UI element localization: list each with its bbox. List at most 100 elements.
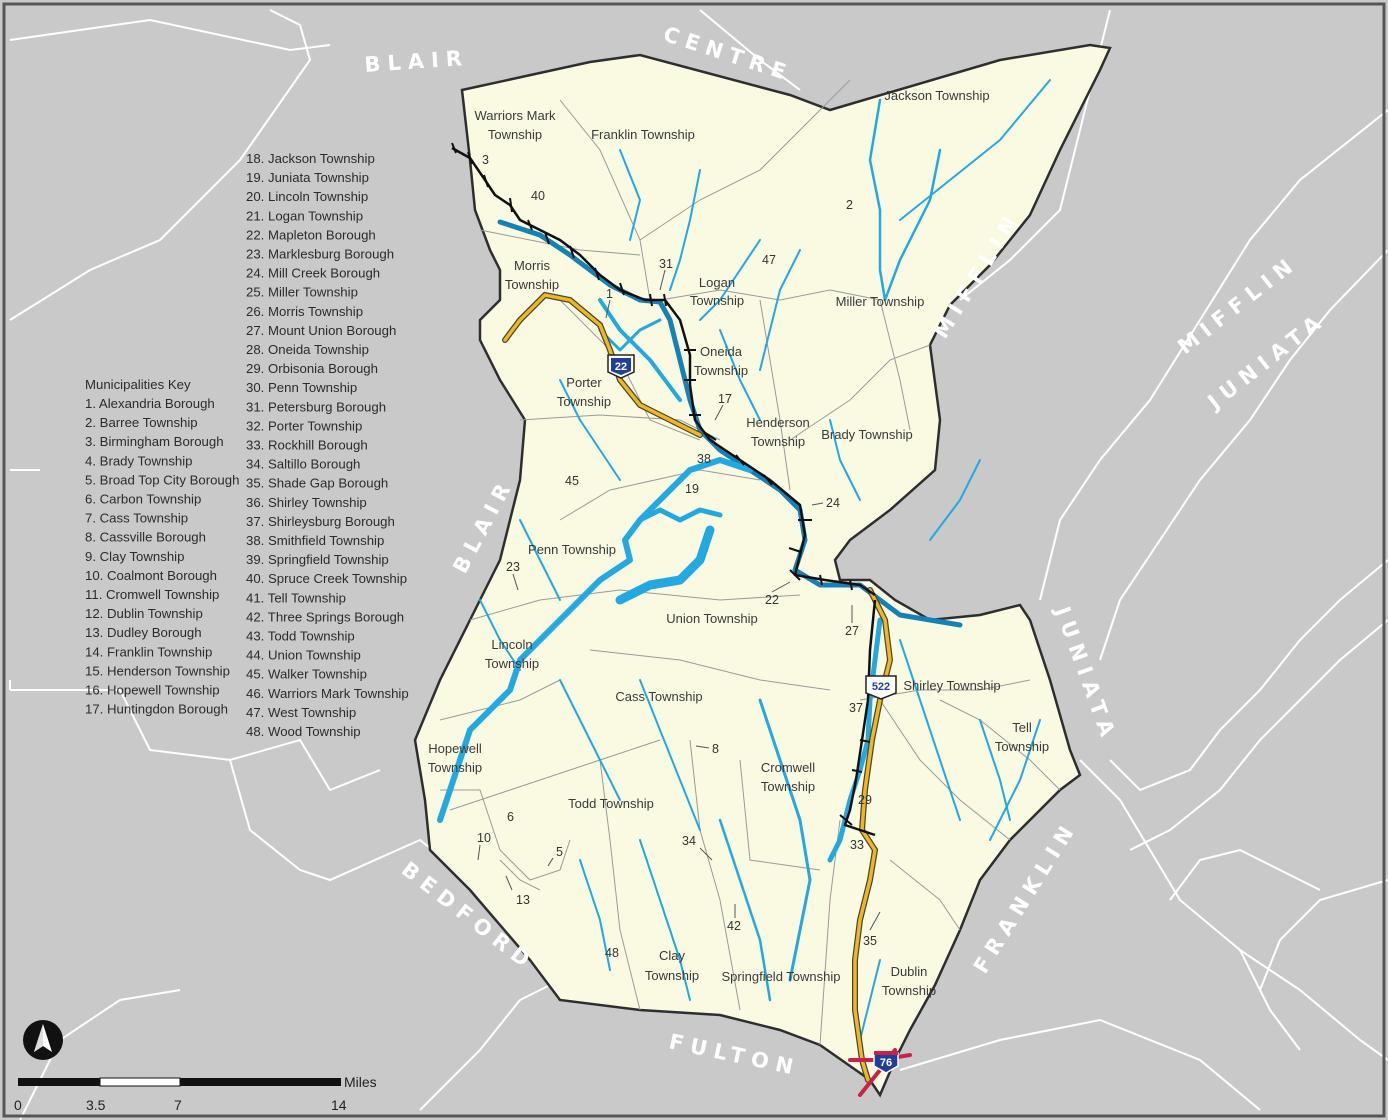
num-22: 22 xyxy=(765,593,779,607)
label-cromwell-2: Township xyxy=(761,779,815,794)
label-brady-twp: Brady Township xyxy=(821,427,913,442)
key-item-32: 32. Porter Township xyxy=(246,418,362,433)
municipalities-key: Municipalities Key 1. Alexandria Borough… xyxy=(85,151,409,739)
scale-tick-0: 0 xyxy=(14,1097,22,1113)
label-clay-1: Clay xyxy=(659,948,686,963)
label-shirley-twp: Shirley Township xyxy=(903,678,1000,693)
num-29: 29 xyxy=(858,793,872,807)
label-logan-2: Township xyxy=(690,293,744,308)
label-porter-2: Township xyxy=(557,394,611,409)
label-clay-2: Township xyxy=(645,968,699,983)
key-item-44: 44. Union Township xyxy=(246,648,361,663)
label-springfield-twp: Springfield Township xyxy=(722,969,841,984)
label-penn-twp: Penn Township xyxy=(528,542,616,557)
label-dublin-2: Township xyxy=(882,983,936,998)
huntingdon-county xyxy=(413,43,1112,1098)
label-henderson-2: Township xyxy=(751,434,805,449)
key-item-5: 5. Broad Top City Borough xyxy=(85,472,239,487)
label-morris-2: Township xyxy=(505,277,559,292)
key-item-12: 12. Dublin Township xyxy=(85,606,203,621)
num-40: 40 xyxy=(531,189,545,203)
municipality-numbers: 3 40 2 47 31 1 17 38 19 45 24 23 22 27 3… xyxy=(477,153,877,960)
num-24: 24 xyxy=(826,496,840,510)
num-27: 27 xyxy=(845,624,859,638)
key-item-37: 37. Shirleysburg Borough xyxy=(246,514,395,529)
key-item-45: 45. Walker Township xyxy=(246,667,367,682)
key-item-2: 2. Barree Township xyxy=(85,415,198,430)
num-38: 38 xyxy=(697,452,711,466)
railroad-ticks xyxy=(451,142,871,826)
num-5: 5 xyxy=(556,845,563,859)
key-item-30: 30. Penn Township xyxy=(246,380,357,395)
key-item-9: 9. Clay Township xyxy=(85,549,184,564)
key-item-1: 1. Alexandria Borough xyxy=(85,396,215,411)
key-item-46: 46. Warriors Mark Township xyxy=(246,686,409,701)
label-warriors-mark-1: Warriors Mark xyxy=(474,108,556,123)
num-1: 1 xyxy=(606,287,613,301)
us522-shield-number: 522 xyxy=(872,681,890,693)
i76-shield-number: 76 xyxy=(880,1057,892,1069)
label-lincoln-1: Lincoln xyxy=(491,637,532,652)
key-item-20: 20. Lincoln Township xyxy=(246,189,368,204)
township-labels: Warriors Mark Township Franklin Township… xyxy=(428,88,1049,998)
key-item-6: 6. Carbon Township xyxy=(85,492,201,507)
num-8: 8 xyxy=(712,742,719,756)
key-item-23: 23. Marklesburg Borough xyxy=(246,247,394,262)
scale-tick-2: 7 xyxy=(174,1097,182,1113)
num-34: 34 xyxy=(682,834,696,848)
key-item-27: 27. Mount Union Borough xyxy=(246,323,396,338)
key-item-48: 48. Wood Township xyxy=(246,724,361,739)
num-37: 37 xyxy=(849,701,863,715)
key-item-13: 13. Dudley Borough xyxy=(85,625,202,640)
i76-shield: 76 xyxy=(873,1051,899,1074)
key-item-47: 47. West Township xyxy=(246,705,356,720)
num-45: 45 xyxy=(565,474,579,488)
num-2: 2 xyxy=(846,198,853,212)
num-3: 3 xyxy=(482,153,489,167)
key-item-4: 4. Brady Township xyxy=(85,453,193,468)
key-item-10: 10. Coalmont Borough xyxy=(85,568,217,583)
key-item-15: 15. Henderson Township xyxy=(85,663,230,678)
number-leader-lines xyxy=(477,269,881,931)
key-item-34: 34. Saltillo Borough xyxy=(246,457,360,472)
label-union-twp: Union Township xyxy=(666,611,758,626)
key-item-18: 18. Jackson Township xyxy=(246,151,375,166)
key-item-43: 43. Todd Township xyxy=(246,629,355,644)
num-6: 6 xyxy=(507,810,514,824)
key-item-11: 11. Cromwell Township xyxy=(85,587,219,602)
key-item-29: 29. Orbisonia Borough xyxy=(246,361,378,376)
num-23: 23 xyxy=(506,560,520,574)
key-item-26: 26. Morris Township xyxy=(246,304,363,319)
key-item-24: 24. Mill Creek Borough xyxy=(246,266,380,281)
label-morris-1: Morris xyxy=(514,258,551,273)
key-item-36: 36. Shirley Township xyxy=(246,495,367,510)
key-item-22: 22. Mapleton Borough xyxy=(246,227,376,242)
key-item-41: 41. Tell Township xyxy=(246,590,346,605)
num-13: 13 xyxy=(516,893,530,907)
label-oneida-2: Township xyxy=(694,363,748,378)
label-cromwell-1: Cromwell xyxy=(761,760,815,775)
label-henderson-1: Henderson xyxy=(746,415,810,430)
key-item-31: 31. Petersburg Borough xyxy=(246,399,386,414)
label-dublin-1: Dublin xyxy=(891,964,928,979)
num-19: 19 xyxy=(685,482,699,496)
num-17: 17 xyxy=(718,392,732,406)
north-arrow-icon xyxy=(23,1020,63,1060)
key-item-14: 14. Franklin Township xyxy=(85,644,212,659)
us22-shield-number: 22 xyxy=(615,361,627,373)
num-48: 48 xyxy=(605,946,619,960)
num-33: 33 xyxy=(850,838,864,852)
key-item-17: 17. Huntingdon Borough xyxy=(85,702,228,717)
label-franklin-twp: Franklin Township xyxy=(591,127,695,142)
key-item-35: 35. Shade Gap Borough xyxy=(246,476,388,491)
num-10: 10 xyxy=(477,831,491,845)
label-cass-twp: Cass Township xyxy=(615,689,702,704)
num-31: 31 xyxy=(659,257,673,271)
key-item-16: 16. Hopewell Township xyxy=(85,683,220,698)
key-item-39: 39. Springfield Township xyxy=(246,552,389,567)
key-item-38: 38. Smithfield Township xyxy=(246,533,384,548)
label-hopewell-1: Hopewell xyxy=(428,741,482,756)
